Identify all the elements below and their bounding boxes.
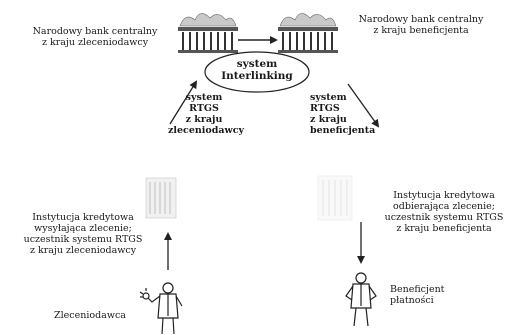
central-bank-sender-icon (178, 13, 238, 53)
receiving-institution-building-icon (317, 175, 353, 221)
central-bank-beneficiary-icon (278, 13, 338, 53)
receiving-institution-line1: Instytucja kredytowa (393, 190, 495, 201)
interlinking-line2: Interlinking (221, 70, 293, 82)
interlinking-line1: system (236, 58, 278, 70)
beneficiary-line2: płatności (390, 295, 434, 306)
central-bank-beneficiary-line1: Narodowy bank centralny (358, 14, 484, 25)
sending-institution-line1: Instytucja kredytowa (32, 212, 134, 223)
sending-institution-line3: uczestnik systemu RTGS (23, 234, 143, 245)
central-bank-sender-line2: z kraju zleceniodawcy (41, 37, 149, 48)
arrow-central-bank-to-rtgs (347, 83, 380, 128)
orderer-person-icon (139, 282, 183, 335)
arrow-rtgs-to-central-bank (169, 80, 198, 125)
beneficiary-label: Beneficjent płatności (390, 284, 480, 306)
central-bank-beneficiary-label: Narodowy bank centralny z kraju beneficj… (356, 14, 486, 36)
rtgs-sender-line2: RTGS (189, 103, 219, 114)
sending-institution-label: Instytucja kredytowa wysyłająca zlecenie… (18, 212, 148, 256)
receiving-institution-label: Instytucja kredytowa odbierająca zleceni… (378, 190, 510, 234)
beneficiary-person-icon (345, 272, 377, 327)
rtgs-beneficiary-line2: RTGS (310, 103, 340, 114)
rtgs-beneficiary-line4: beneficjenta (310, 125, 376, 136)
receiving-institution-line2: odbierająca zlecenie; (393, 201, 495, 212)
receiving-institution-line4: z kraju beneficjenta (396, 223, 492, 234)
beneficiary-line1: Beneficjent (390, 284, 445, 295)
sending-institution-building-icon (145, 177, 177, 219)
central-bank-sender-label: Narodowy bank centralny z kraju zlecenio… (30, 26, 160, 48)
receiving-institution-line3: uczestnik systemu RTGS (384, 212, 504, 223)
rtgs-sender-line1: system (185, 92, 223, 103)
sending-institution-line2: wysyłająca zlecenie; (34, 223, 132, 234)
central-bank-sender-line1: Narodowy bank centralny (32, 26, 158, 37)
sending-institution-line4: z kraju zleceniodawcy (29, 245, 137, 256)
rtgs-sender-line3: z kraju (185, 114, 223, 125)
orderer-label: Zleceniodawca (54, 310, 126, 321)
rtgs-beneficiary-line1: system (310, 92, 347, 103)
rtgs-sender-label: system RTGS z kraju zleceniodawcy (168, 92, 245, 136)
rtgs-sender-line4: zleceniodawcy (168, 125, 245, 136)
rtgs-beneficiary-label: system RTGS z kraju beneficjenta (310, 92, 380, 136)
interlinking-ellipse (204, 51, 310, 93)
interlinking-label: system Interlinking (215, 58, 299, 82)
central-bank-beneficiary-line2: z kraju beneficjenta (373, 25, 469, 36)
rtgs-beneficiary-line3: z kraju (310, 114, 347, 125)
